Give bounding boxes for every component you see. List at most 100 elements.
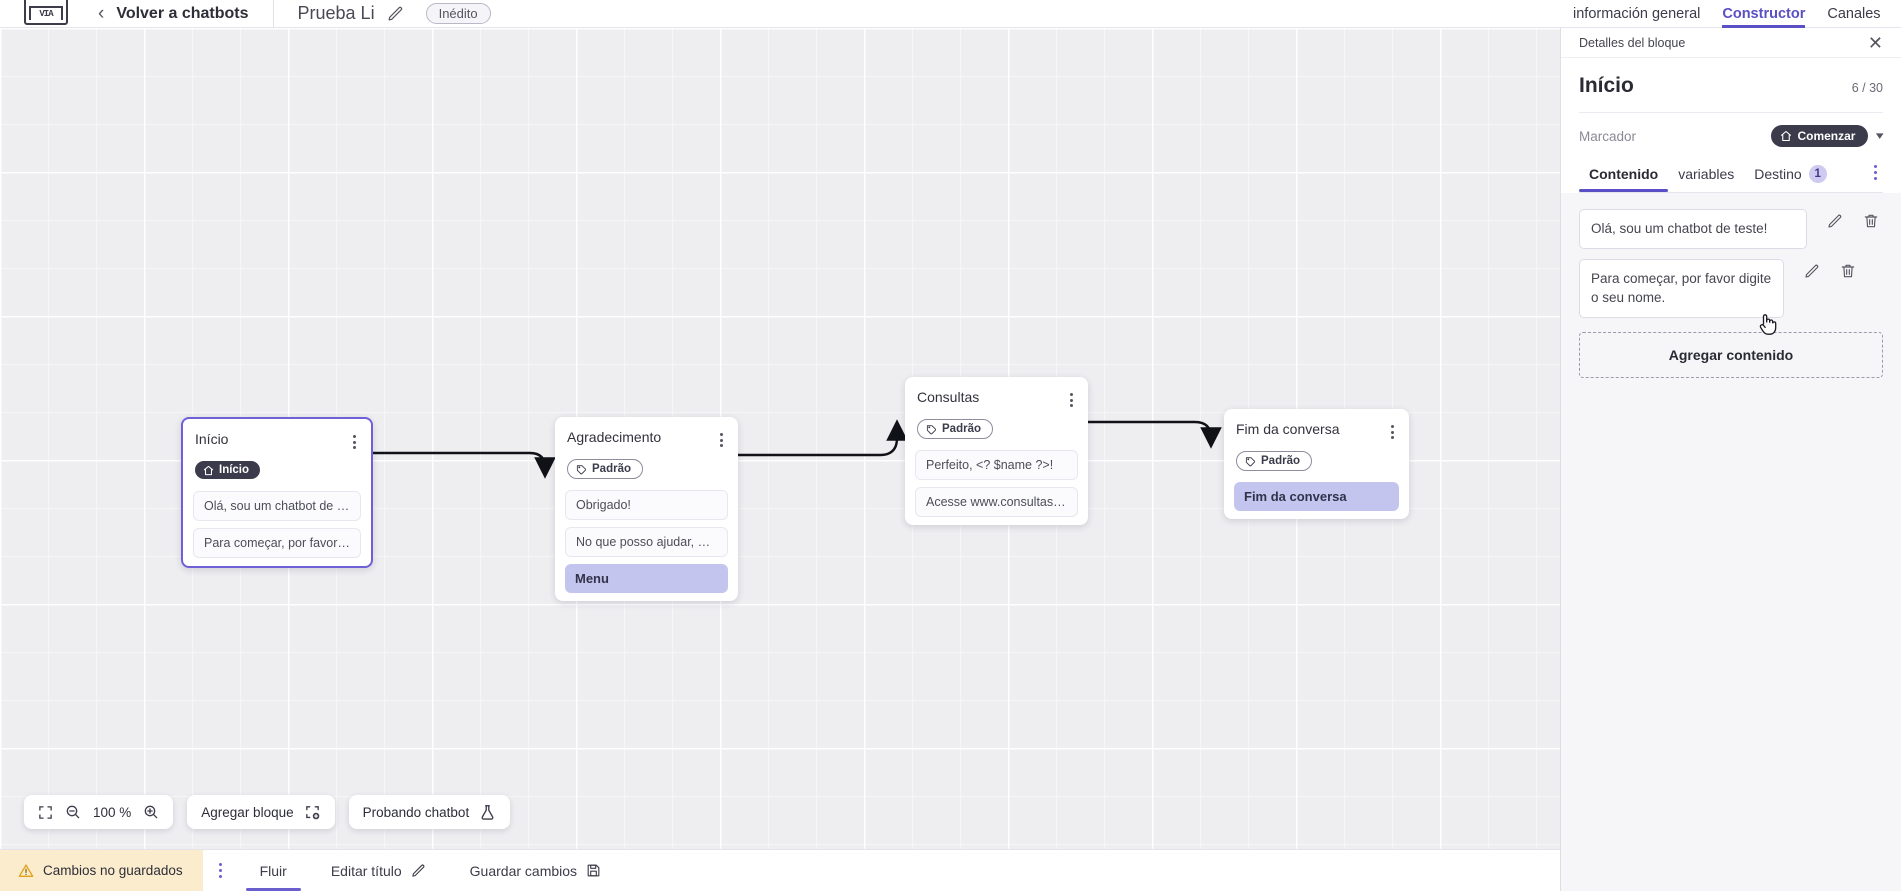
node-row-action[interactable]: Fim da conversa bbox=[1234, 481, 1399, 511]
panel-tab-label: variables bbox=[1678, 166, 1735, 182]
test-chatbot-button[interactable]: Probando chatbot bbox=[348, 795, 511, 829]
save-icon bbox=[586, 863, 601, 878]
panel-header-title: Detalles del bloque bbox=[1579, 35, 1686, 50]
unsaved-changes-banner: Cambios no guardados bbox=[0, 850, 203, 891]
node-row-message[interactable]: Acesse www.consultas.com par… bbox=[915, 486, 1078, 517]
node-kebab-menu-icon[interactable] bbox=[1067, 389, 1076, 411]
node-title: Agradecimento bbox=[567, 429, 662, 445]
node-badge-default: Padrão bbox=[1236, 451, 1312, 471]
flow-node-fim-da-conversa[interactable]: Fim da conversa Padrão Fim da conversa bbox=[1224, 409, 1409, 519]
node-header: Início bbox=[183, 419, 371, 453]
pencil-icon[interactable] bbox=[387, 5, 404, 22]
fit-screen-icon[interactable] bbox=[38, 805, 53, 820]
content-item-actions bbox=[1807, 209, 1883, 229]
panel-tab-strip: Contenido variables Destino 1 bbox=[1579, 161, 1883, 193]
tab-informacion-general[interactable]: información general bbox=[1573, 5, 1701, 22]
marker-badge-label: Comenzar bbox=[1797, 129, 1856, 143]
unsaved-changes-label: Cambios no guardados bbox=[43, 863, 183, 878]
statusbar-tab-fluir[interactable]: Fluir bbox=[238, 850, 309, 891]
statusbar-kebab-menu-icon[interactable] bbox=[203, 850, 238, 891]
add-block-button[interactable]: Agregar bloque bbox=[187, 795, 335, 829]
pencil-icon[interactable] bbox=[1827, 213, 1843, 229]
panel-tabs-overflow-kebab-menu-icon[interactable] bbox=[1868, 164, 1883, 189]
node-row-message[interactable]: Obrigado! bbox=[565, 489, 728, 520]
home-icon bbox=[1781, 130, 1792, 142]
top-header: VIA ‹ Volver a chatbots Prueba Li Inédit… bbox=[0, 0, 1560, 28]
panel-tab-contenido[interactable]: Contenido bbox=[1579, 162, 1669, 192]
node-rows: Perfeito, <? $name ?>! Acesse www.consul… bbox=[905, 444, 1088, 517]
trash-icon[interactable] bbox=[1863, 213, 1879, 229]
add-block-icon bbox=[304, 804, 321, 821]
flow-node-inicio[interactable]: Início Início Olá, sou um chatbot de tes… bbox=[181, 417, 373, 568]
node-header: Consultas bbox=[905, 377, 1088, 411]
content-item-actions bbox=[1784, 259, 1860, 279]
block-details-panel: Detalles del bloque ✕ Início 6 / 30 Marc… bbox=[1560, 28, 1901, 891]
panel-header: Detalles del bloque ✕ bbox=[1561, 28, 1901, 58]
zoom-level: 100 % bbox=[93, 804, 132, 820]
trash-icon[interactable] bbox=[1840, 263, 1856, 279]
statusbar-tab-label: Guardar cambios bbox=[469, 862, 578, 879]
node-title: Início bbox=[195, 431, 229, 447]
add-content-button[interactable]: Agregar contenido bbox=[1579, 331, 1883, 378]
panel-tab-destino[interactable]: Destino 1 bbox=[1744, 161, 1836, 192]
statusbar-tab-editar-titulo[interactable]: Editar título bbox=[309, 850, 448, 891]
node-badges: Padrão bbox=[905, 411, 1088, 444]
node-row-message[interactable]: No que posso ajudar, <? $name … bbox=[565, 526, 728, 557]
node-header: Agradecimento bbox=[555, 417, 738, 451]
canvas-toolbar: 100 % Agregar bloque Probando chatbot bbox=[24, 795, 511, 829]
pencil-icon bbox=[411, 863, 426, 878]
zoom-in-icon[interactable] bbox=[143, 804, 159, 820]
panel-title-row: Início 6 / 30 bbox=[1561, 58, 1901, 98]
node-badge-label: Início bbox=[219, 464, 250, 476]
pencil-icon[interactable] bbox=[1804, 263, 1820, 279]
node-kebab-menu-icon[interactable] bbox=[1388, 421, 1397, 443]
node-badge-start: Início bbox=[195, 461, 261, 479]
right-tab-strip: información general Constructor Canales bbox=[1560, 0, 1901, 28]
node-row-message[interactable]: Olá, sou um chatbot de teste! bbox=[193, 490, 361, 521]
flow-canvas[interactable]: Início Início Olá, sou um chatbot de tes… bbox=[0, 28, 1560, 863]
tab-canales[interactable]: Canales bbox=[1827, 5, 1881, 22]
back-to-chatbots-link[interactable]: Volver a chatbots bbox=[116, 4, 249, 22]
test-chatbot-label: Probando chatbot bbox=[362, 804, 470, 820]
app-logo[interactable]: VIA bbox=[24, 0, 68, 25]
panel-content-body: Olá, sou um chatbot de teste! Para começ… bbox=[1561, 193, 1901, 891]
add-block-label: Agregar bloque bbox=[201, 804, 294, 820]
node-row-message[interactable]: Perfeito, <? $name ?>! bbox=[915, 449, 1078, 480]
chevron-down-icon[interactable]: ▾ bbox=[1876, 129, 1885, 142]
bottom-status-bar: Cambios no guardados Fluir Editar título… bbox=[0, 849, 1560, 891]
marker-control: Comenzar ▾ bbox=[1771, 125, 1885, 147]
node-kebab-menu-icon[interactable] bbox=[717, 429, 726, 451]
marker-row: Marcador Comenzar ▾ bbox=[1561, 113, 1901, 147]
flow-node-agradecimento[interactable]: Agradecimento Padrão Obrigado! No que po… bbox=[555, 417, 738, 601]
node-header: Fim da conversa bbox=[1224, 409, 1409, 443]
marker-badge-comenzar[interactable]: Comenzar bbox=[1771, 125, 1869, 147]
content-item-text[interactable]: Olá, sou um chatbot de teste! bbox=[1579, 209, 1807, 249]
marker-label: Marcador bbox=[1579, 128, 1637, 144]
zoom-out-icon[interactable] bbox=[65, 804, 81, 820]
close-icon[interactable]: ✕ bbox=[1867, 32, 1883, 53]
page-title: Início bbox=[1579, 74, 1634, 97]
logo-text: VIA bbox=[29, 5, 63, 20]
statusbar-tab-guardar-cambios[interactable]: Guardar cambios bbox=[448, 850, 623, 891]
node-row-message[interactable]: Para começar, por favor digite o … bbox=[193, 527, 361, 558]
panel-tab-variables[interactable]: variables bbox=[1668, 162, 1744, 191]
flask-icon bbox=[479, 804, 496, 821]
statusbar-tab-label: Fluir bbox=[259, 862, 287, 879]
content-item-text[interactable]: Para começar, por favor digite o seu nom… bbox=[1579, 258, 1784, 318]
node-badge-default: Padrão bbox=[567, 459, 643, 479]
node-rows: Obrigado! No que posso ajudar, <? $name … bbox=[555, 484, 738, 593]
statusbar-tab-label: Editar título bbox=[330, 862, 402, 879]
tab-constructor[interactable]: Constructor bbox=[1722, 0, 1805, 28]
node-badges: Início bbox=[183, 453, 371, 485]
tag-icon bbox=[926, 424, 937, 434]
node-row-action[interactable]: Menu bbox=[565, 563, 728, 593]
node-badge-label: Padrão bbox=[592, 463, 631, 475]
chevron-left-icon[interactable]: ‹ bbox=[98, 3, 105, 24]
warning-icon bbox=[18, 863, 34, 877]
flow-node-consultas[interactable]: Consultas Padrão Perfeito, <? $name ?>! … bbox=[905, 377, 1088, 525]
node-kebab-menu-icon[interactable] bbox=[350, 431, 359, 453]
zoom-controls: 100 % bbox=[24, 795, 174, 829]
panel-tab-label: Contenido bbox=[1589, 166, 1659, 182]
header-divider bbox=[272, 0, 274, 28]
